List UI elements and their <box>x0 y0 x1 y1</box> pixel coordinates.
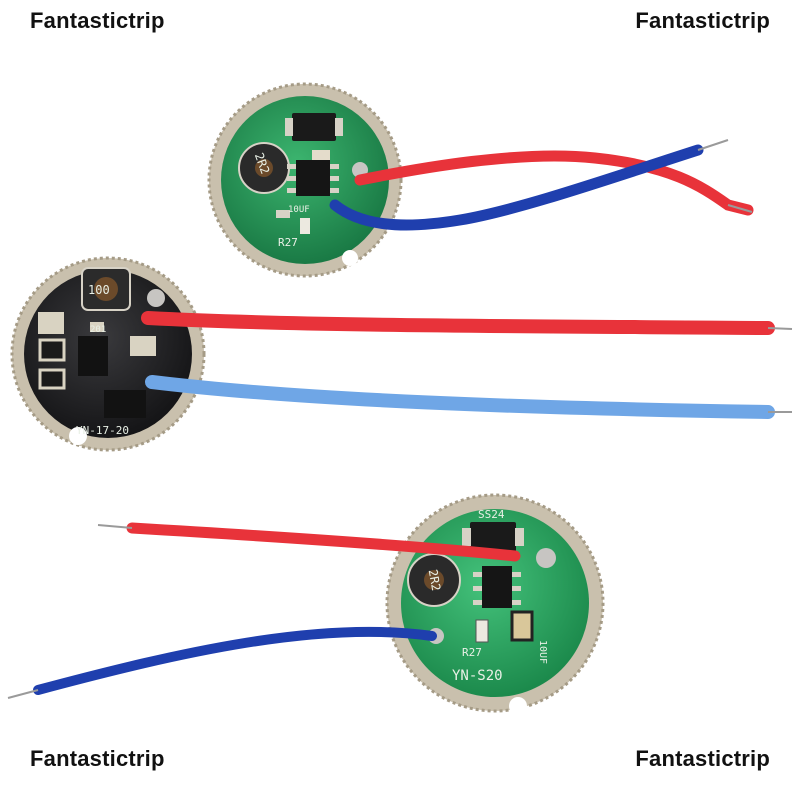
bottom-board-label-ss24: SS24 <box>478 508 505 521</box>
bottom-board-label-r27: R27 <box>462 646 482 659</box>
middle-board-label-100: 100 <box>88 283 110 297</box>
bottom-board-red-wire <box>126 522 521 562</box>
bottom-board-blue-wire-tip <box>7 689 39 699</box>
bottom-board-label-10uf: 10UF <box>537 640 548 664</box>
watermark-top-left: Fantastictrip <box>30 8 165 33</box>
watermark-bottom-left: Fantastictrip <box>30 746 165 771</box>
bottom-board-label-yn: YN-S20 <box>452 668 503 684</box>
top-board-label-10uf: 10UF <box>288 205 310 215</box>
top-board-blue-wire <box>329 144 704 231</box>
top-board-red-wire <box>354 150 754 216</box>
bottom-board-label-2r2: 2R2 <box>426 568 444 592</box>
top-board: 2R2 R27 10UF <box>207 82 403 278</box>
top-board-label-r27: R27 <box>278 236 298 249</box>
middle-board-red-wire <box>141 311 775 335</box>
middle-board-red-wire-tip <box>767 327 793 330</box>
watermark-bottom-right: Fantastictrip <box>635 746 770 771</box>
bottom-board-red-wire-tip <box>97 524 133 529</box>
top-board-blue-wire-tip <box>697 139 729 151</box>
top-board-label-2r2: 2R2 <box>252 151 273 176</box>
bottom-board-blue-wire <box>33 626 437 695</box>
middle-board-blue-wire <box>145 375 775 419</box>
watermark-top-right: Fantastictrip <box>635 8 770 33</box>
middle-board-label-201: 201 <box>90 325 106 335</box>
middle-board-label-yn: YN-17-20 <box>76 424 129 437</box>
top-board-red-wire-tip <box>727 204 753 213</box>
middle-board: 100 201 YN-17-20 <box>10 256 206 452</box>
bottom-board: SS24 2R2 R27 10UF YN-S20 <box>385 493 605 715</box>
